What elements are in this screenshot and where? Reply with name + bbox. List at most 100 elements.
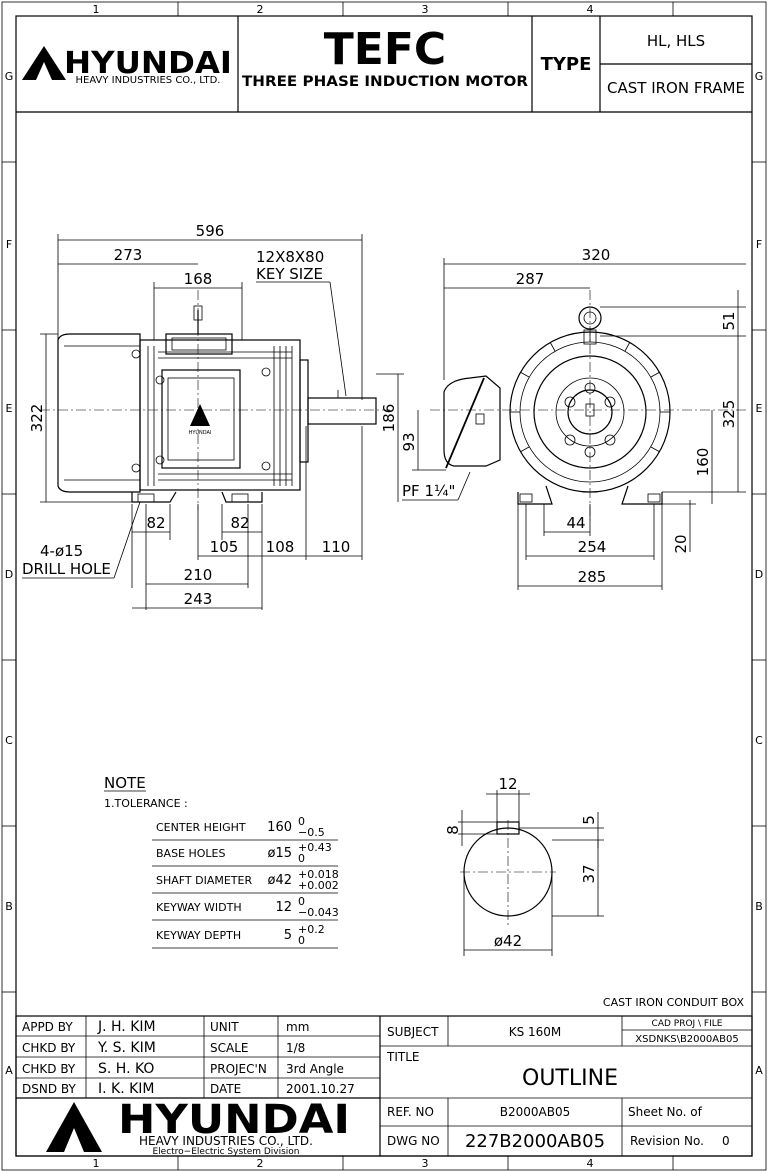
shaft-dim-8: 8 (444, 825, 462, 835)
row-label-e-right: E (756, 402, 763, 415)
sheet-no-label: Sheet No. of (628, 1105, 703, 1119)
border-row-labels: G F E D C B A G F E D C B A (5, 70, 764, 1077)
dsnd-value: I. K. KIM (98, 1081, 155, 1097)
revision-value: 0 (722, 1134, 730, 1148)
conduit-size: PF 1¼" (402, 482, 455, 500)
col-label-3-bottom: 3 (422, 1157, 429, 1170)
appd-value: J. H. KIM (97, 1019, 156, 1035)
header-block: HYUNDAI HEAVY INDUSTRIES CO., LTD. TEFC … (16, 16, 752, 113)
subject-label: SUBJECT (387, 1025, 439, 1039)
cad-proj-value: XSDNKS\B2000AB05 (635, 1034, 738, 1045)
tolerance-lower: −0.5 (298, 826, 325, 839)
tolerance-label: KEYWAY DEPTH (156, 929, 241, 942)
tolerance-upper: +0.018 (298, 868, 339, 881)
subject-value: KS 160M (509, 1025, 562, 1039)
dim-168: 168 (184, 270, 213, 288)
dim-108: 108 (266, 538, 295, 556)
dim-44: 44 (566, 514, 585, 532)
tolerance-upper: 0 (298, 895, 305, 908)
shaft-section-detail: 12 8 5 37 ø42 (444, 775, 604, 956)
shaft-dim-42: ø42 (494, 932, 522, 950)
hyundai-logo-icon (22, 46, 66, 80)
frame-value: CAST IRON FRAME (607, 79, 745, 97)
scale-label: SCALE (210, 1041, 248, 1055)
type-value: HL, HLS (647, 32, 705, 50)
border-column-labels: 1 2 3 4 1 2 3 4 (93, 3, 594, 1170)
tolerance-nominal: 160 (267, 820, 292, 835)
drill-hole-count: 4-ø15 (40, 542, 83, 560)
col-label-3: 3 (422, 3, 429, 16)
tolerance-lower: +0.002 (298, 879, 339, 892)
hyundai-logo-large-icon (46, 1102, 102, 1152)
date-label: DATE (210, 1082, 241, 1096)
unit-label: UNIT (210, 1020, 239, 1034)
dim-210: 210 (184, 566, 213, 584)
projection-value: 3rd Angle (286, 1062, 344, 1076)
unit-value: mm (286, 1020, 309, 1034)
dim-110: 110 (322, 538, 351, 556)
dim-51: 51 (720, 311, 738, 330)
company-line-1: HEAVY INDUSTRIES CO., LTD. (139, 1134, 313, 1148)
dim-186: 186 (380, 404, 398, 433)
col-label-4-bottom: 4 (587, 1157, 594, 1170)
tolerance-row-shaft-diameter: SHAFT DIAMETER ø42 +0.018 +0.002 (152, 868, 339, 894)
row-label-d-right: D (755, 568, 763, 581)
dim-322: 322 (28, 404, 46, 433)
drill-hole-label: DRILL HOLE (22, 560, 111, 578)
dim-105: 105 (210, 538, 239, 556)
tolerance-label: CENTER HEIGHT (156, 821, 246, 834)
row-label-a-right: A (755, 1064, 763, 1077)
row-label-c-right: C (755, 734, 763, 747)
row-label-c: C (5, 734, 13, 747)
tolerance-row-keyway-width: KEYWAY WIDTH 12 0 −0.043 (152, 895, 339, 921)
tolerance-nominal: 5 (284, 928, 292, 943)
tolerance-upper: 0 (298, 815, 305, 828)
dim-287: 287 (516, 270, 545, 288)
col-label-2: 2 (257, 3, 264, 16)
row-label-b: B (5, 900, 13, 913)
tolerance-upper: +0.43 (298, 841, 332, 854)
row-label-g: G (5, 70, 14, 83)
side-view-motor (430, 290, 746, 520)
title-label: TITLE (386, 1050, 419, 1064)
tolerance-nominal: 12 (275, 900, 292, 915)
row-label-a: A (5, 1064, 13, 1077)
col-label-4: 4 (587, 3, 594, 16)
col-label-1: 1 (93, 3, 100, 16)
shaft-dim-5: 5 (580, 815, 598, 825)
shaft-dim-37: 37 (580, 864, 598, 883)
key-size-dim: 12X8X80 (256, 248, 324, 266)
front-view-motor: HYUNDAI (40, 290, 390, 510)
dwg-no-value: 227B2000AB05 (465, 1131, 605, 1152)
note-subtitle: 1.TOLERANCE : (104, 797, 188, 810)
ref-no-label: REF. NO (387, 1105, 434, 1119)
row-label-d: D (5, 568, 13, 581)
logo-large-text: HYUNDAI (118, 1097, 350, 1143)
ref-no-value: B2000AB05 (500, 1105, 570, 1119)
tolerance-nominal: ø42 (268, 873, 293, 888)
tolerance-nominal: ø15 (268, 846, 293, 861)
tolerance-lower: −0.043 (298, 906, 339, 919)
conduit-box-note: CAST IRON CONDUIT BOX (603, 996, 745, 1009)
projection-label: PROJEC'N (210, 1062, 267, 1076)
key-size-label: KEY SIZE (256, 265, 323, 283)
tolerance-label: KEYWAY WIDTH (156, 901, 242, 914)
revision-label: Revision No. (630, 1134, 704, 1148)
row-label-e: E (6, 402, 13, 415)
chkd1-label: CHKD BY (22, 1041, 76, 1055)
dsnd-label: DSND BY (22, 1082, 76, 1096)
tolerance-label: SHAFT DIAMETER (156, 874, 252, 887)
tolerance-lower: 0 (298, 852, 305, 865)
tolerance-row-center-height: CENTER HEIGHT 160 0 −0.5 (152, 815, 338, 841)
row-label-b-right: B (755, 900, 763, 913)
col-label-1-bottom: 1 (93, 1157, 100, 1170)
dwg-no-label: DWG NO (387, 1134, 440, 1148)
drawing-title: OUTLINE (522, 1066, 618, 1091)
dim-20: 20 (672, 534, 690, 553)
date-value: 2001.10.27 (286, 1082, 355, 1096)
appd-label: APPD BY (22, 1020, 73, 1034)
title-block: CAST IRON CONDUIT BOX APPD BY J. H. KIM … (15, 996, 753, 1157)
dim-243: 243 (184, 590, 213, 608)
dim-325: 325 (720, 400, 738, 429)
dim-93: 93 (400, 432, 418, 451)
